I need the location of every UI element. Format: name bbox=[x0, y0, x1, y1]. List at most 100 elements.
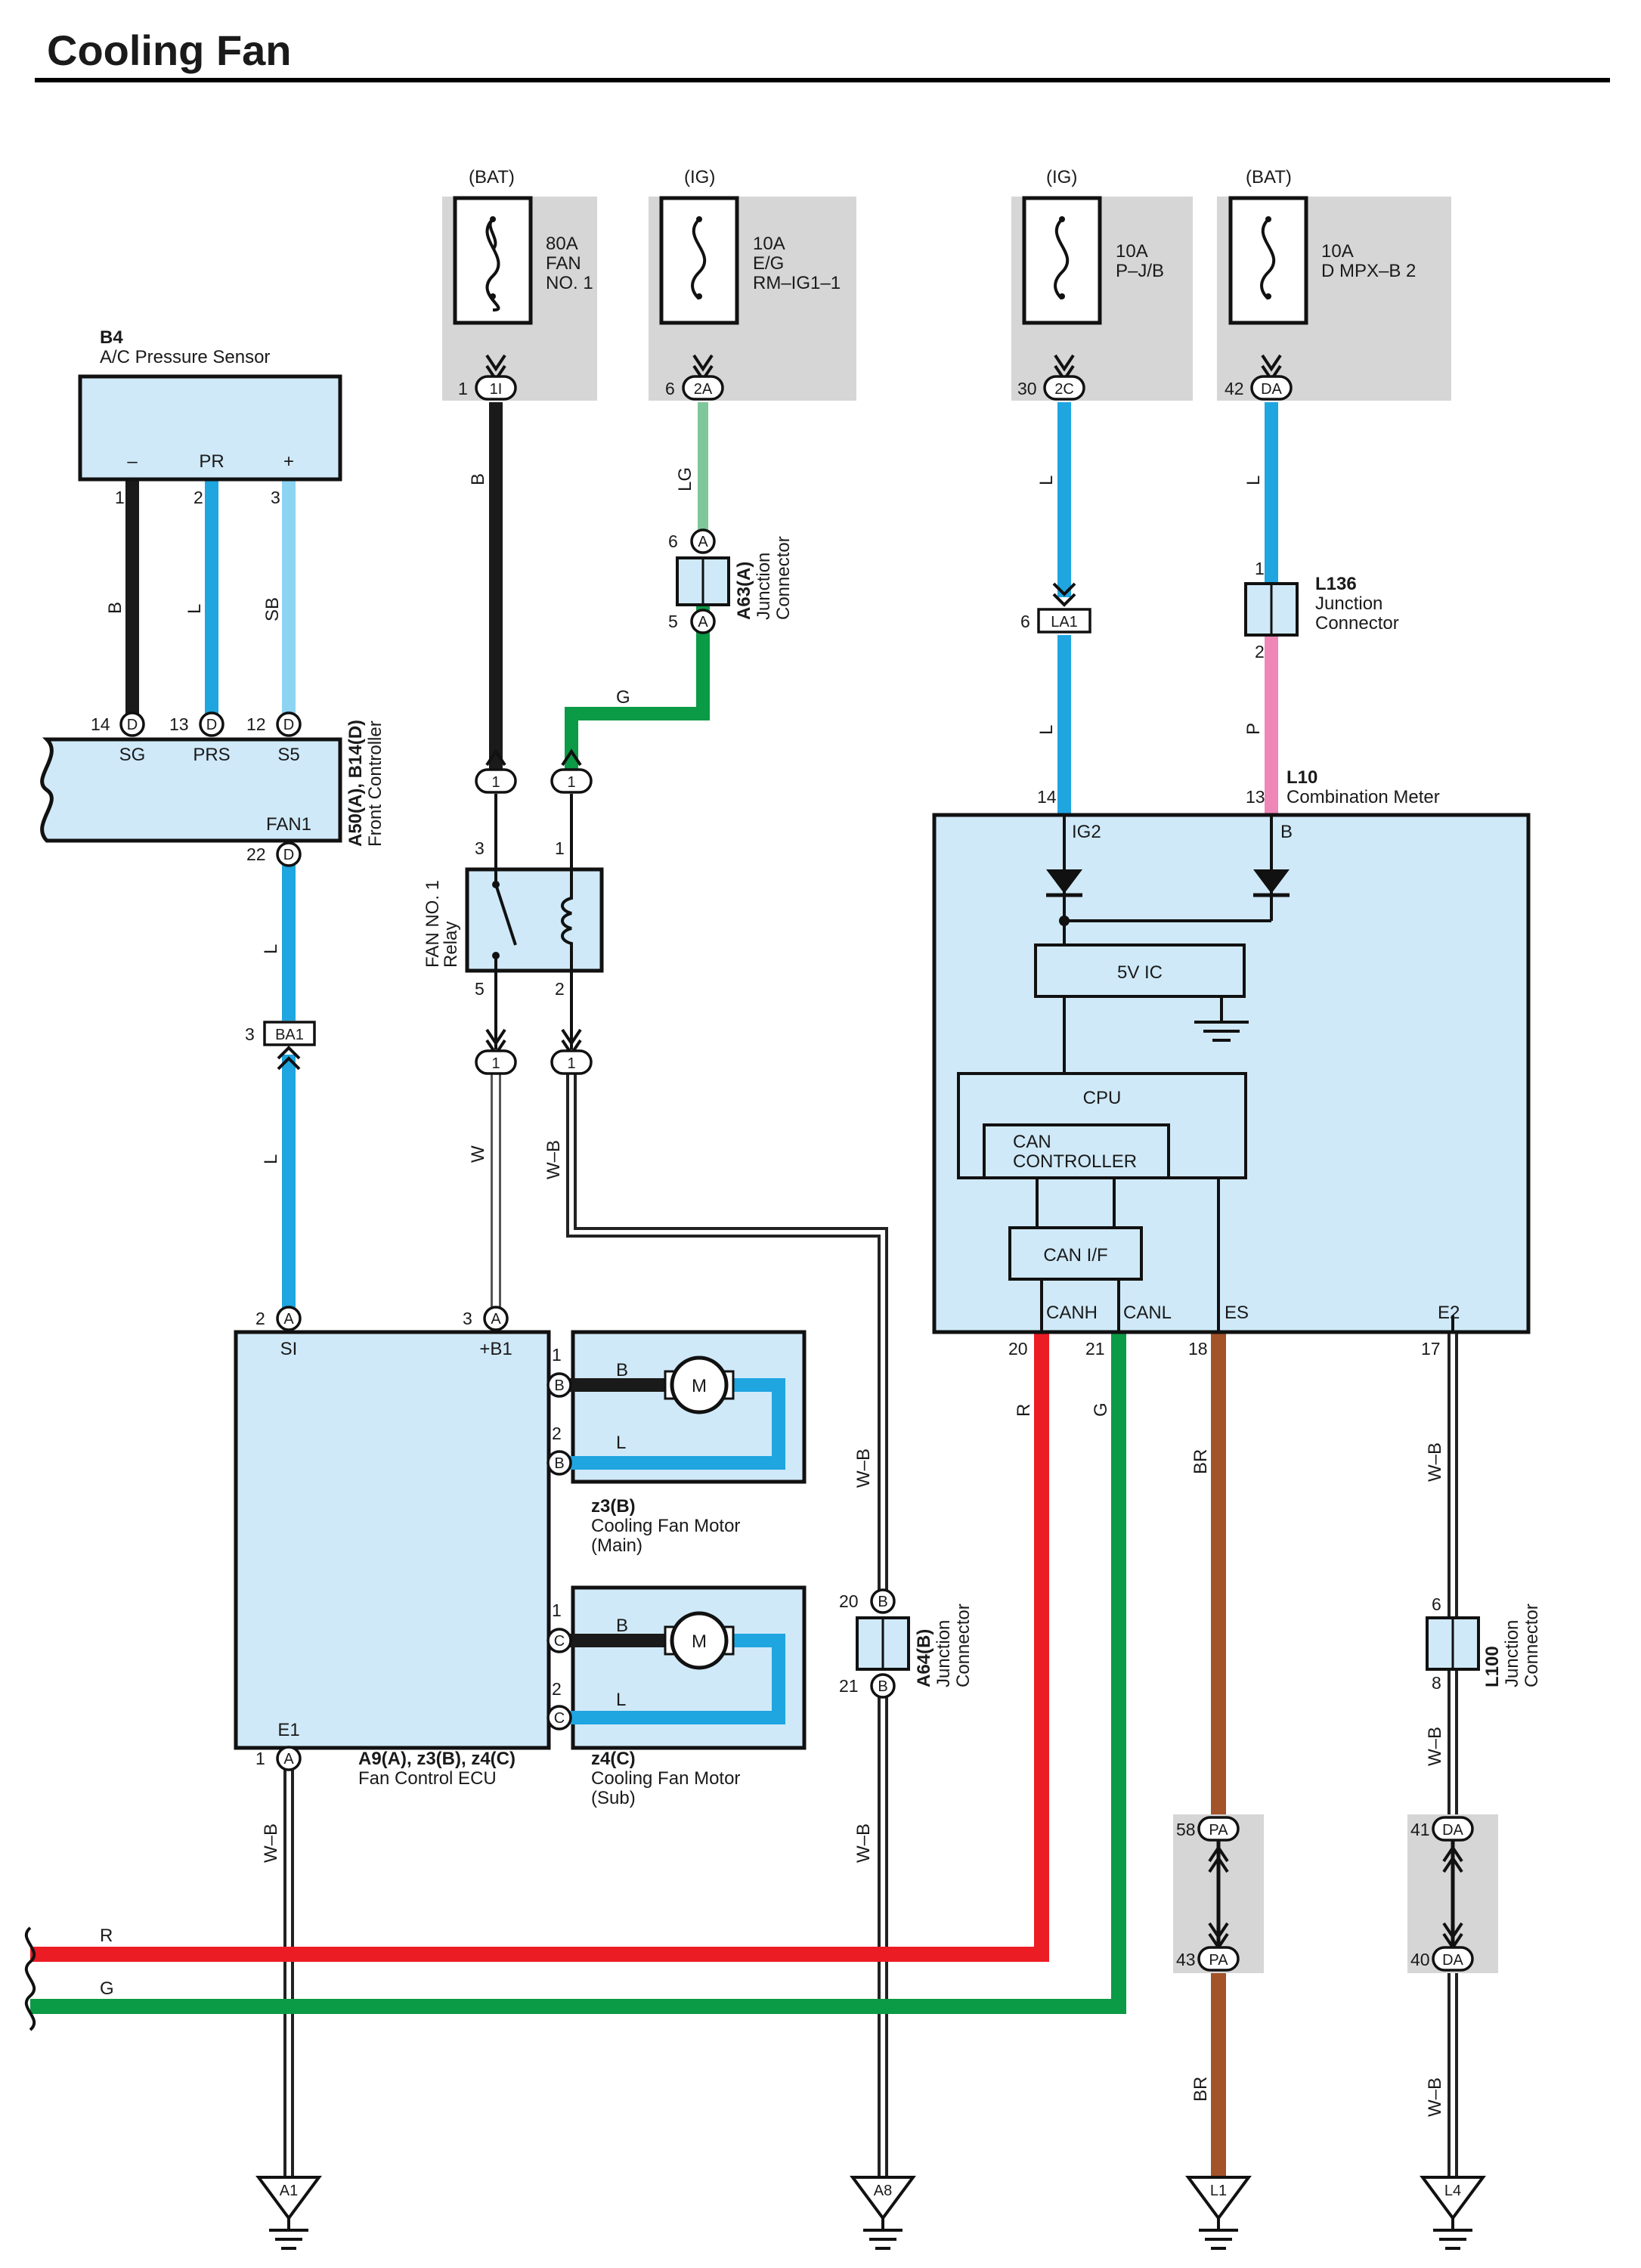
junction-a63: 6 A 5 A A63(A) Junction Connector bbox=[668, 528, 794, 634]
svg-text:G: G bbox=[100, 1978, 114, 1999]
wire-break-mark bbox=[24, 1926, 36, 2031]
svg-text:(Main): (Main) bbox=[591, 1535, 642, 1556]
svg-text:17: 17 bbox=[1421, 1339, 1441, 1359]
svg-text:PA: PA bbox=[1209, 1822, 1228, 1839]
svg-text:CANL: CANL bbox=[1123, 1303, 1172, 1323]
conn-2c: 30 2C bbox=[1017, 354, 1085, 401]
svg-text:W–B: W–B bbox=[1425, 1442, 1445, 1482]
svg-text:14: 14 bbox=[1037, 787, 1057, 807]
svg-text:41: 41 bbox=[1410, 1820, 1430, 1839]
svg-text:C: C bbox=[554, 1633, 565, 1650]
svg-text:L10: L10 bbox=[1286, 767, 1317, 788]
svg-text:W–B: W–B bbox=[1425, 2077, 1445, 2117]
cooling-fan-motor-sub: M B L 1 C 2 C z4(C) Cooling Fan Motor (S… bbox=[546, 1585, 807, 1808]
svg-text:40: 40 bbox=[1410, 1950, 1430, 1969]
svg-text:B: B bbox=[1280, 822, 1293, 842]
svg-text:21: 21 bbox=[1085, 1339, 1105, 1359]
svg-text:Junction: Junction bbox=[754, 553, 774, 620]
svg-text:A9(A), z3(B), z4(C): A9(A), z3(B), z4(C) bbox=[358, 1749, 516, 1769]
svg-text:Junction: Junction bbox=[934, 1620, 954, 1687]
wire-g-can bbox=[30, 1332, 1126, 2014]
svg-text:NO. 1: NO. 1 bbox=[546, 273, 593, 293]
wire-g-relay bbox=[565, 620, 710, 776]
svg-text:D: D bbox=[206, 717, 217, 733]
junction-l100: 6 8 L100 Junction Connector bbox=[1426, 1594, 1542, 1693]
ground-a1: A1 bbox=[255, 2176, 322, 2250]
svg-text:Cooling Fan Motor: Cooling Fan Motor bbox=[591, 1768, 740, 1789]
svg-text:A: A bbox=[698, 614, 708, 631]
svg-text:M: M bbox=[692, 1376, 707, 1396]
svg-text:8: 8 bbox=[1432, 1673, 1441, 1693]
svg-text:2: 2 bbox=[194, 488, 203, 507]
svg-text:(Sub): (Sub) bbox=[591, 1788, 636, 1808]
svg-text:P–J/B: P–J/B bbox=[1116, 261, 1164, 281]
svg-text:G: G bbox=[1091, 1402, 1111, 1417]
svg-text:FAN1: FAN1 bbox=[266, 814, 311, 835]
svg-text:1: 1 bbox=[255, 1749, 265, 1768]
svg-text:B4: B4 bbox=[100, 327, 123, 348]
svg-text:(IG): (IG) bbox=[1046, 167, 1077, 187]
svg-text:3: 3 bbox=[245, 1024, 255, 1044]
svg-text:L1: L1 bbox=[1210, 2183, 1227, 2199]
svg-text:SB: SB bbox=[262, 597, 283, 621]
svg-text:Connector: Connector bbox=[953, 1603, 974, 1687]
svg-text:6: 6 bbox=[1432, 1594, 1441, 1614]
svg-text:21: 21 bbox=[839, 1676, 859, 1696]
svg-text:1: 1 bbox=[458, 379, 468, 398]
svg-text:22: 22 bbox=[246, 844, 266, 864]
svg-text:W–B: W–B bbox=[261, 1823, 281, 1863]
svg-text:Fan Control ECU: Fan Control ECU bbox=[358, 1768, 497, 1789]
svg-text:A8: A8 bbox=[874, 2183, 892, 2199]
svg-text:C: C bbox=[554, 1710, 565, 1727]
svg-text:P: P bbox=[1243, 723, 1264, 735]
svg-text:DA: DA bbox=[1261, 381, 1282, 398]
svg-text:CAN: CAN bbox=[1013, 1132, 1051, 1152]
svg-text:42: 42 bbox=[1225, 379, 1244, 398]
svg-text:6: 6 bbox=[665, 379, 675, 398]
svg-text:A1: A1 bbox=[280, 2183, 298, 2199]
junction-l136: 1 2 L136 Junction Connector bbox=[1244, 559, 1399, 662]
svg-text:L: L bbox=[1036, 476, 1057, 485]
svg-text:L: L bbox=[261, 944, 281, 954]
cooling-fan-motor-main: M B L 1 B 2 B z3(B) Cooling Fan Motor (M… bbox=[546, 1330, 807, 1556]
svg-text:3: 3 bbox=[271, 488, 280, 507]
svg-text:ES: ES bbox=[1225, 1303, 1249, 1323]
svg-text:CANH: CANH bbox=[1046, 1303, 1098, 1323]
svg-text:(IG): (IG) bbox=[684, 167, 715, 187]
svg-text:12: 12 bbox=[246, 714, 266, 734]
conn-1i: 1 1I bbox=[458, 354, 517, 401]
conn-2a: 6 2A bbox=[665, 354, 724, 401]
svg-text:SG: SG bbox=[119, 745, 146, 765]
svg-text:CPU: CPU bbox=[1083, 1088, 1122, 1108]
svg-text:A/C Pressure Sensor: A/C Pressure Sensor bbox=[100, 347, 270, 367]
wire-r-can bbox=[30, 1332, 1049, 1962]
svg-text:10A: 10A bbox=[753, 234, 785, 254]
svg-text:–: – bbox=[127, 451, 138, 472]
svg-text:A: A bbox=[283, 1751, 294, 1768]
svg-text:CONTROLLER: CONTROLLER bbox=[1013, 1151, 1137, 1172]
svg-text:W: W bbox=[468, 1145, 488, 1163]
svg-text:10A: 10A bbox=[1321, 241, 1354, 262]
svg-text:L: L bbox=[184, 604, 205, 614]
svg-text:L: L bbox=[616, 1433, 626, 1453]
svg-text:Connector: Connector bbox=[1522, 1603, 1542, 1687]
svg-text:Combination Meter: Combination Meter bbox=[1286, 787, 1440, 807]
motor-main-icon bbox=[670, 1356, 729, 1414]
svg-text:FAN NO. 1: FAN NO. 1 bbox=[423, 880, 443, 968]
svg-text:E/G: E/G bbox=[753, 253, 784, 274]
svg-text:20: 20 bbox=[1008, 1339, 1028, 1359]
svg-text:(BAT): (BAT) bbox=[469, 167, 515, 187]
svg-text:A: A bbox=[491, 1311, 501, 1328]
svg-text:+B1: +B1 bbox=[479, 1339, 512, 1359]
svg-text:PR: PR bbox=[199, 451, 224, 472]
svg-text:1: 1 bbox=[567, 774, 575, 791]
svg-text:A63(A): A63(A) bbox=[734, 562, 754, 620]
svg-text:20: 20 bbox=[839, 1591, 859, 1611]
svg-text:L: L bbox=[1036, 725, 1057, 735]
front-controller: SG PRS S5 FAN1 A50(A), B14(D) Front Cont… bbox=[40, 711, 385, 867]
svg-text:10A: 10A bbox=[1116, 241, 1148, 262]
svg-text:BR: BR bbox=[1190, 2077, 1211, 2102]
svg-text:FAN: FAN bbox=[546, 253, 581, 274]
junction-da: 41 DA 40 DA bbox=[1407, 1814, 1498, 1973]
